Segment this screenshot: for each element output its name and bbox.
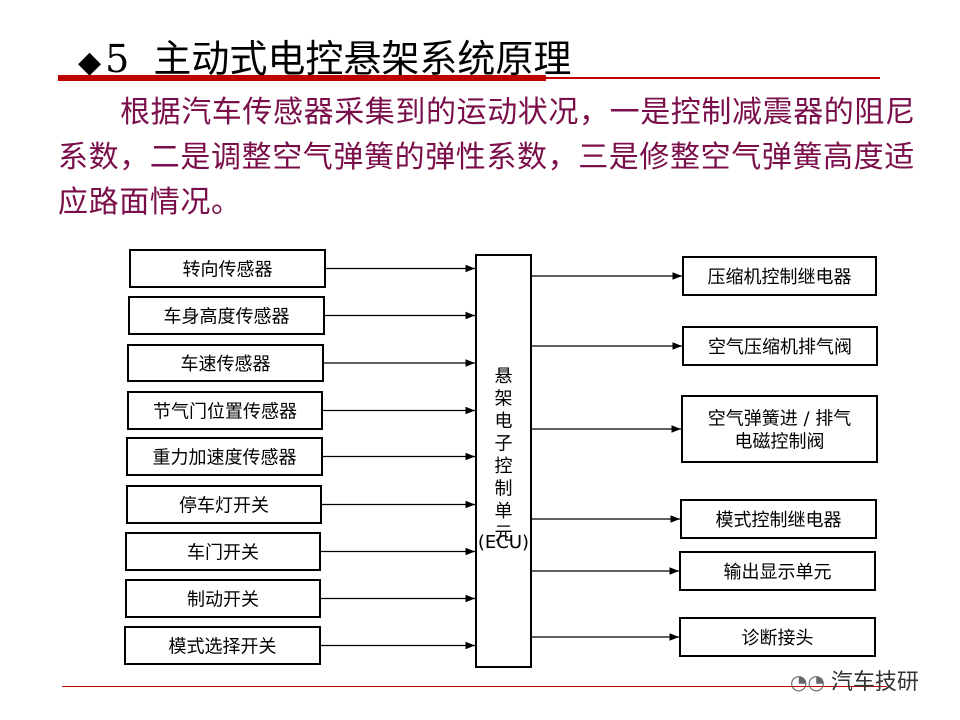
output-label: 输出显示单元 xyxy=(724,562,832,583)
ecu-label-char: 控 xyxy=(495,456,513,477)
input-label: 节气门位置传感器 xyxy=(153,402,297,423)
input-label: 制动开关 xyxy=(187,590,259,611)
output-label: 压缩机控制继电器 xyxy=(708,267,852,288)
input-label: 车门开关 xyxy=(187,543,259,564)
page-title-text: 5 主动式电控悬架系统原理 xyxy=(105,37,572,81)
title-underline-thin xyxy=(546,77,880,79)
ecu-label-char: 制 xyxy=(495,479,513,500)
watermark-text: 汽车技研 xyxy=(830,670,919,695)
ecu-label-char: 子 xyxy=(495,434,513,455)
output-label: 空气压缩机排气阀 xyxy=(708,337,852,358)
output-box xyxy=(681,395,878,463)
description-paragraph: 根据汽车传感器采集到的运动状况，一是控制减震器的阻尼系数，二是调整空气弹簧的弹性… xyxy=(58,90,930,225)
ecu-label-char: 元 xyxy=(495,524,513,545)
output-box xyxy=(679,617,876,657)
output-box xyxy=(680,499,877,539)
input-box xyxy=(127,391,323,430)
input-box xyxy=(124,626,321,665)
ecu-label-char: 电 xyxy=(495,411,513,432)
input-sensors-group: 转向传感器车身高度传感器车速传感器节气门位置传感器重力加速度传感器停车灯开关车门… xyxy=(124,249,475,665)
ecu-abbreviation: (ECU) xyxy=(478,532,529,553)
output-box xyxy=(679,551,876,591)
output-box xyxy=(682,326,878,366)
title-underline-thick xyxy=(58,75,546,81)
watermark: ◔◔汽车技研 xyxy=(790,664,919,696)
input-label: 停车灯开关 xyxy=(179,496,269,517)
ecu-label-char: 架 xyxy=(495,389,513,410)
input-label: 模式选择开关 xyxy=(169,637,277,658)
input-box xyxy=(129,249,326,288)
input-box xyxy=(125,532,321,571)
page-title: ◆5 主动式电控悬架系统原理 xyxy=(78,28,571,83)
ecu-label-char: 单 xyxy=(495,501,513,522)
output-label: 空气弹簧进 / 排气 xyxy=(708,409,852,430)
ecu-box xyxy=(475,254,532,668)
output-label: 电磁控制阀 xyxy=(735,432,825,453)
diamond-bullet-icon: ◆ xyxy=(78,45,102,80)
output-box xyxy=(682,256,877,296)
description-text: 根据汽车传感器采集到的运动状况，一是控制减震器的阻尼系数，二是调整空气弹簧的弹性… xyxy=(58,95,916,220)
input-label: 车速传感器 xyxy=(181,354,271,375)
ecu-label-char: 悬 xyxy=(495,366,513,387)
output-label: 诊断接头 xyxy=(742,628,814,649)
output-label: 模式控制继电器 xyxy=(716,510,842,531)
input-label: 转向传感器 xyxy=(183,260,273,281)
footer-rule xyxy=(62,686,887,687)
wechat-icon: ◔◔ xyxy=(790,670,825,694)
input-box xyxy=(127,344,324,382)
input-label: 重力加速度传感器 xyxy=(153,448,297,469)
input-label: 车身高度传感器 xyxy=(164,307,290,328)
